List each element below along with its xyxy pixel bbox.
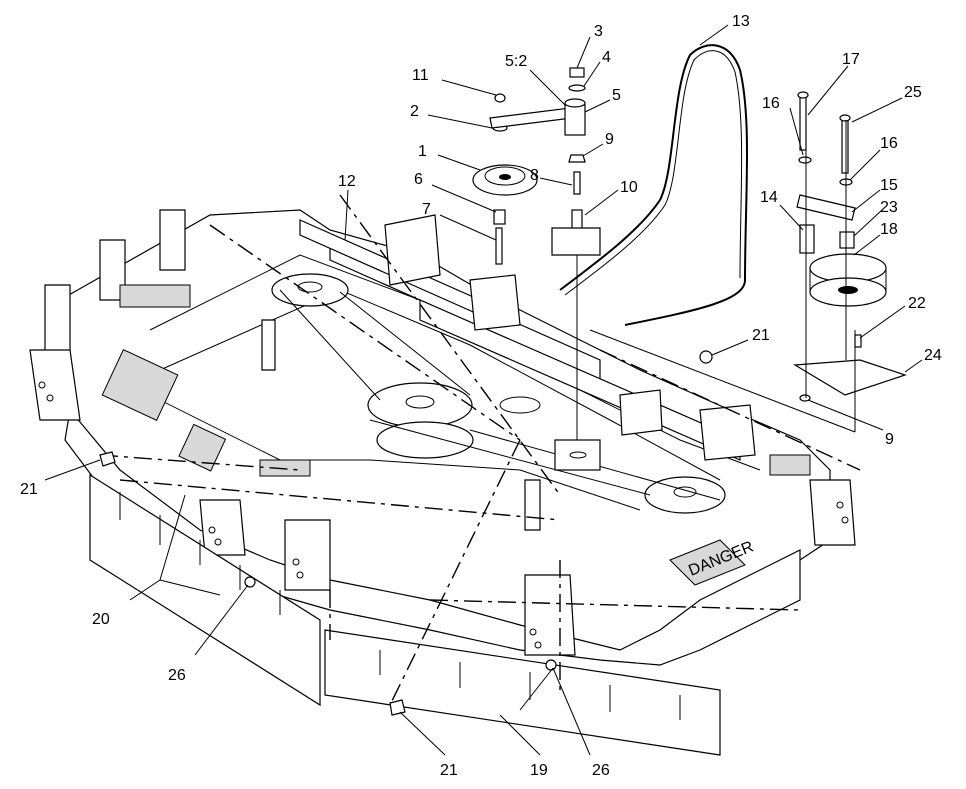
callout-labels: 1 2 3 4 5:2 5 6 7 8 9 9 10 11 12 13 14 1…	[20, 13, 942, 779]
callout-16-b: 16	[880, 135, 898, 152]
callout-2: 2	[410, 103, 419, 120]
callout-18: 18	[880, 221, 898, 238]
callout-25: 25	[904, 84, 922, 101]
right-idler-stack	[589, 91, 907, 433]
callout-10: 10	[620, 179, 638, 196]
callout-21: 21	[752, 327, 770, 344]
callout-9-b: 9	[885, 431, 894, 448]
callout-13: 13	[732, 13, 750, 30]
callout-5: 5	[612, 87, 621, 104]
callout-3: 3	[594, 23, 603, 40]
callout-26: 26	[168, 667, 186, 684]
callout-24: 24	[924, 347, 942, 364]
callout-9: 9	[605, 131, 614, 148]
callout-21-c: 21	[440, 762, 458, 779]
assembly-centerlines	[99, 194, 861, 706]
callout-17: 17	[842, 51, 860, 68]
callout-6: 6	[414, 171, 423, 188]
idler-arm-stack	[472, 93, 586, 265]
callout-20: 20	[92, 611, 110, 628]
leader-lines	[44, 24, 923, 756]
callout-16: 16	[762, 95, 780, 112]
drive-belt	[559, 44, 749, 326]
callout-19: 19	[530, 762, 548, 779]
callout-22: 22	[908, 295, 926, 312]
callout-7: 7	[422, 201, 431, 218]
callout-1: 1	[418, 143, 427, 160]
callout-26-b: 26	[592, 762, 610, 779]
callout-5-2: 5:2	[505, 53, 527, 70]
callout-14: 14	[760, 189, 778, 206]
callout-8: 8	[530, 167, 539, 184]
callout-21-b: 21	[20, 481, 38, 498]
callout-23: 23	[880, 199, 898, 216]
callout-4: 4	[602, 49, 611, 66]
baffles	[89, 473, 721, 756]
deck-pulleys	[271, 273, 726, 514]
callout-15: 15	[880, 177, 898, 194]
callout-11: 11	[412, 67, 429, 84]
idler-bracket-stack	[551, 67, 601, 440]
callout-12: 12	[338, 173, 356, 190]
